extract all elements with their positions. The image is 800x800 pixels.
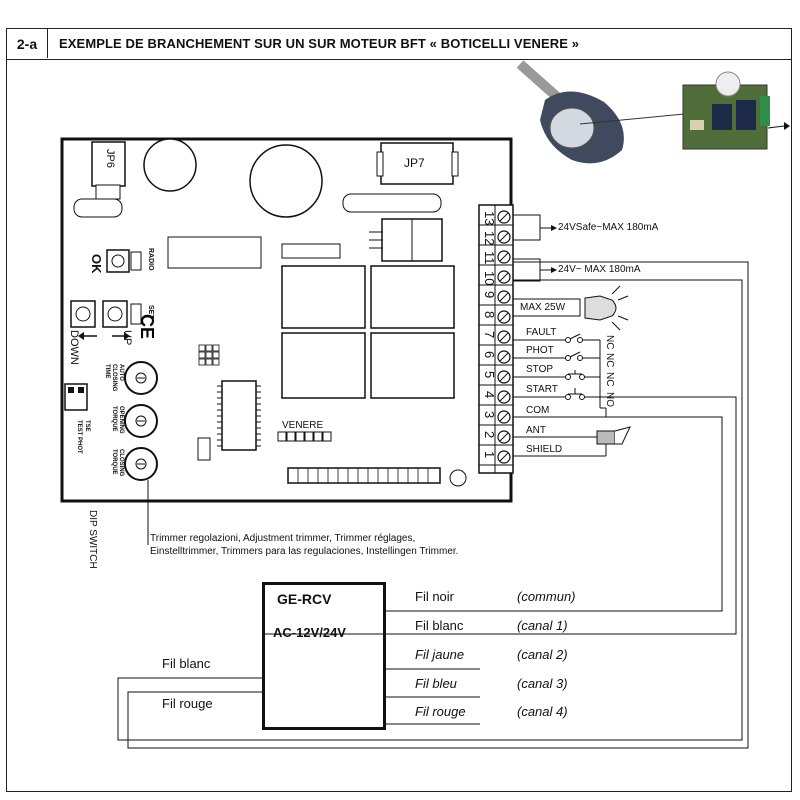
expansion-connector — [287, 467, 441, 484]
receiver-board-icon — [682, 71, 790, 150]
ce-mark-icon: CE — [137, 314, 157, 339]
jp6-label: JP6 — [104, 149, 116, 168]
terminal-number-13: 13 — [482, 211, 497, 226]
nc-label-1: NC — [604, 335, 615, 350]
canal-common: (commun) — [517, 589, 576, 604]
canal-2: (canal 2) — [517, 647, 568, 662]
lamp-icon — [584, 285, 629, 331]
stop-label: STOP — [526, 364, 554, 375]
trimmer-closing-label: CLOSING TORQUE — [111, 449, 124, 477]
venere-connector — [277, 431, 332, 442]
terminal-number-10: 10 — [482, 271, 497, 286]
capacitor-1 — [143, 138, 197, 192]
canal-4: (canal 4) — [517, 704, 568, 719]
dip-tse-label: TSE — [84, 420, 90, 432]
canal-3: (canal 3) — [517, 676, 568, 691]
com-label: COM — [526, 405, 550, 416]
terminal-number-9: 9 — [482, 291, 497, 299]
terminal-number-7: 7 — [482, 331, 497, 339]
terminal-number-6: 6 — [482, 351, 497, 359]
wire-black: Fil noir — [415, 589, 455, 604]
venere-label: VENERE — [282, 420, 324, 431]
antenna-icon — [513, 426, 631, 457]
terminal-number-3: 3 — [482, 411, 497, 419]
trimmer-opening-label: OPENING TORQUE — [111, 406, 124, 434]
trimmer-note-line2: Einstelltrimmer, Trimmers para las regul… — [150, 546, 459, 557]
motor-photo-icon — [516, 60, 685, 164]
canal-1: (canal 1) — [517, 618, 568, 633]
left-wire-white: Fil blanc — [162, 656, 211, 671]
jumper-grid — [198, 344, 220, 366]
wire-yellow: Fil jaune — [415, 647, 465, 662]
phot-label: PHOT — [526, 345, 554, 356]
diagram-title: EXEMPLE DE BRANCHEMENT SUR UN SUR MOTEUR… — [59, 36, 580, 51]
dip-switch-label: DIP SWITCH — [87, 510, 98, 569]
dip-test-label: TEST PHOT — [76, 420, 82, 454]
left-wire-red: Fil rouge — [162, 696, 213, 711]
terminal-number-12: 12 — [482, 231, 497, 246]
terminal-number-2: 2 — [482, 431, 497, 439]
jp7-label: JP7 — [404, 156, 425, 170]
no-label: NO — [604, 392, 615, 407]
capacitor-2 — [249, 144, 323, 218]
terminal-number-4: 4 — [482, 391, 497, 399]
terminal-number-8: 8 — [482, 311, 497, 319]
radio-label: RADIO — [147, 248, 154, 271]
section-number: 2-a — [7, 29, 48, 58]
shield-label: SHIELD — [526, 444, 563, 455]
nc-label-3: NC — [604, 372, 615, 387]
wire-red: Fil rouge — [415, 704, 466, 719]
set-label: SET — [147, 305, 154, 319]
fault-label: FAULT — [526, 327, 557, 338]
relay-2 — [370, 265, 455, 329]
receiver-name: GE-RCV — [277, 591, 332, 607]
wire-white: Fil blanc — [415, 618, 464, 633]
relay-4 — [370, 332, 455, 399]
up-label: UP — [121, 330, 133, 346]
header-bar: 2-a EXEMPLE DE BRANCHEMENT SUR UN SUR MO… — [6, 28, 792, 60]
ok-label: OK — [89, 254, 104, 274]
terminal-number-5: 5 — [482, 371, 497, 379]
relay-1 — [281, 265, 366, 329]
microcontroller-chip — [221, 380, 257, 451]
jp6-header — [91, 141, 126, 187]
max25w-label: MAX 25W — [520, 302, 566, 313]
nc-label-2: NC — [604, 353, 615, 368]
start-label: START — [526, 384, 558, 395]
v24-label: 24V~ MAX 180mA — [558, 264, 641, 275]
receiver-voltage: AC-12V/24V — [273, 625, 346, 640]
trimmer-auto-label: AUTO CLOSING TIME — [104, 364, 124, 392]
trimmer-note-line1: Trimmer regolazioni, Adjustment trimmer,… — [150, 533, 416, 544]
receiver-box: GE-RCV AC-12V/24V — [262, 582, 386, 730]
ant-label: ANT — [526, 425, 546, 436]
wire-blue: Fil bleu — [415, 676, 457, 691]
safe-24v-label: 24VSafe~MAX 180mA — [558, 222, 659, 233]
down-label: DOWN — [68, 330, 80, 365]
terminal-number-11: 11 — [482, 251, 497, 265]
terminal-number-1: 1 — [482, 451, 497, 459]
relay-3 — [281, 332, 366, 399]
